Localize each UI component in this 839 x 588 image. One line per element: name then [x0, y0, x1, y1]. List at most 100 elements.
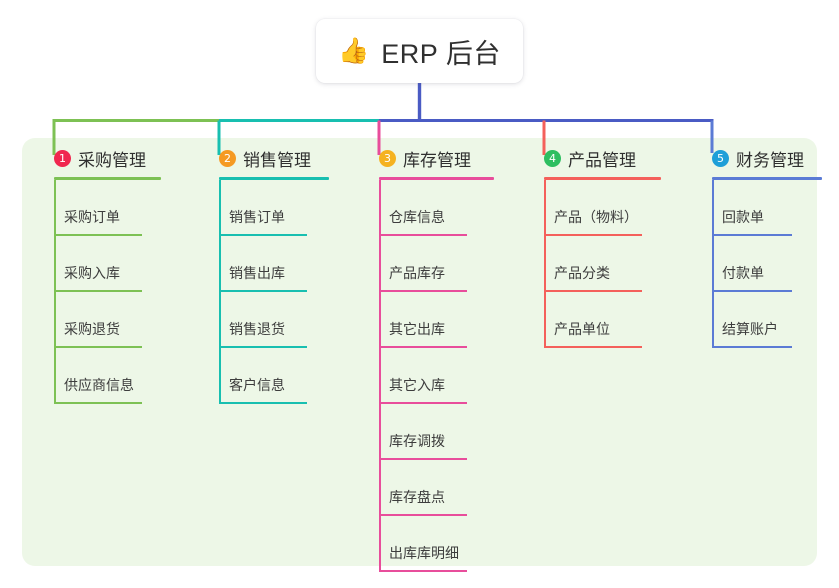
branch-header-2[interactable]: 2 销售管理: [203, 146, 313, 170]
leaf-label: 库存调拨: [389, 433, 445, 449]
branch-children-list: 仓库信息产品库存其它出库其它入库库存调拨库存盘点出库库明细: [363, 180, 478, 572]
branch-spine: [544, 180, 546, 348]
leaf-label: 结算账户: [722, 321, 778, 337]
leaf-node[interactable]: 销售订单: [203, 180, 313, 236]
leaf-underline: [379, 458, 467, 460]
branch-spine: [54, 180, 56, 404]
root-title: ERP 后台: [381, 38, 501, 69]
leaf-label: 其它入库: [389, 377, 445, 393]
diagram-background-panel: [22, 138, 817, 566]
leaf-underline: [379, 402, 467, 404]
leaf-underline: [379, 290, 467, 292]
branch-children-list: 回款单付款单结算账户: [696, 180, 806, 348]
leaf-underline: [54, 290, 142, 292]
leaf-node[interactable]: 采购订单: [38, 180, 148, 236]
leaf-node[interactable]: 回款单: [696, 180, 806, 236]
leaf-node[interactable]: 客户信息: [203, 348, 313, 404]
leaf-label: 销售订单: [229, 209, 285, 225]
leaf-underline: [544, 346, 642, 348]
leaf-underline: [54, 402, 142, 404]
branch-number-badge: 3: [379, 149, 396, 167]
leaf-label: 产品（物料）: [554, 209, 638, 225]
leaf-underline: [54, 234, 142, 236]
branch-children-list: 采购订单采购入库采购退货供应商信息: [38, 180, 148, 404]
leaf-label: 产品单位: [554, 321, 610, 337]
leaf-node[interactable]: 其它出库: [363, 292, 478, 348]
leaf-label: 仓库信息: [389, 209, 445, 225]
leaf-label: 销售出库: [229, 265, 285, 281]
leaf-underline: [379, 346, 467, 348]
leaf-node[interactable]: 产品单位: [528, 292, 643, 348]
leaf-underline: [219, 402, 307, 404]
thumbs-up-icon: 👍: [338, 36, 370, 65]
leaf-underline: [544, 290, 642, 292]
branch-header-label: 库存管理: [403, 150, 471, 170]
leaf-node[interactable]: 销售退货: [203, 292, 313, 348]
leaf-node[interactable]: 产品分类: [528, 236, 643, 292]
branch-header-label: 采购管理: [78, 150, 146, 170]
branch-number-badge: 1: [54, 149, 71, 167]
branch-children-list: 销售订单销售出库销售退货客户信息: [203, 180, 313, 404]
branch-header-underline: [54, 177, 161, 180]
leaf-underline: [219, 346, 307, 348]
branch-column-1: 1 采购管理采购订单采购入库采购退货供应商信息: [38, 146, 161, 404]
leaf-underline: [219, 290, 307, 292]
leaf-label: 其它出库: [389, 321, 445, 337]
leaf-node[interactable]: 产品库存: [363, 236, 478, 292]
leaf-label: 回款单: [722, 209, 764, 225]
branch-number-badge: 4: [544, 149, 561, 167]
leaf-node[interactable]: 库存调拨: [363, 404, 478, 460]
leaf-underline: [54, 346, 142, 348]
branch-header-underline: [379, 177, 494, 180]
branch-header-underline: [712, 177, 822, 180]
leaf-node[interactable]: 仓库信息: [363, 180, 478, 236]
branch-spine: [219, 180, 221, 404]
leaf-underline: [379, 570, 467, 572]
leaf-label: 出库库明细: [389, 545, 459, 561]
leaf-label: 付款单: [722, 265, 764, 281]
leaf-label: 产品分类: [554, 265, 610, 281]
root-node[interactable]: 👍 ERP 后台: [316, 19, 523, 83]
leaf-node[interactable]: 结算账户: [696, 292, 806, 348]
branch-column-3: 3 库存管理仓库信息产品库存其它出库其它入库库存调拨库存盘点出库库明细: [363, 146, 494, 572]
leaf-underline: [712, 346, 792, 348]
branch-column-5: 5 财务管理回款单付款单结算账户: [696, 146, 822, 348]
branch-header-underline: [219, 177, 329, 180]
leaf-node[interactable]: 出库库明细: [363, 516, 478, 572]
leaf-label: 采购入库: [64, 265, 120, 281]
leaf-label: 采购订单: [64, 209, 120, 225]
leaf-label: 采购退货: [64, 321, 120, 337]
branch-header-3[interactable]: 3 库存管理: [363, 146, 478, 170]
leaf-node[interactable]: 付款单: [696, 236, 806, 292]
leaf-underline: [379, 514, 467, 516]
leaf-node[interactable]: 采购退货: [38, 292, 148, 348]
branch-spine: [379, 180, 381, 572]
leaf-label: 库存盘点: [389, 489, 445, 505]
branch-header-label: 财务管理: [736, 150, 804, 170]
leaf-node[interactable]: 采购入库: [38, 236, 148, 292]
leaf-label: 销售退货: [229, 321, 285, 337]
branch-header-underline: [544, 177, 661, 180]
branch-children-list: 产品（物料） 产品分类产品单位: [528, 180, 643, 348]
leaf-node[interactable]: 销售出库: [203, 236, 313, 292]
leaf-underline: [712, 234, 792, 236]
branch-header-5[interactable]: 5 财务管理: [696, 146, 806, 170]
leaf-label: 产品库存: [389, 265, 445, 281]
leaf-underline: [379, 234, 467, 236]
branch-header-label: 销售管理: [243, 150, 311, 170]
leaf-label: 客户信息: [229, 377, 285, 393]
leaf-node[interactable]: 库存盘点: [363, 460, 478, 516]
leaf-underline: [544, 234, 642, 236]
leaf-node[interactable]: 产品（物料）: [528, 180, 643, 236]
leaf-node[interactable]: 其它入库: [363, 348, 478, 404]
leaf-underline: [219, 234, 307, 236]
branch-number-badge: 2: [219, 149, 236, 167]
branch-number-badge: 5: [712, 149, 729, 167]
branch-spine: [712, 180, 714, 348]
leaf-node[interactable]: 供应商信息: [38, 348, 148, 404]
leaf-underline: [712, 290, 792, 292]
branch-header-1[interactable]: 1 采购管理: [38, 146, 148, 170]
